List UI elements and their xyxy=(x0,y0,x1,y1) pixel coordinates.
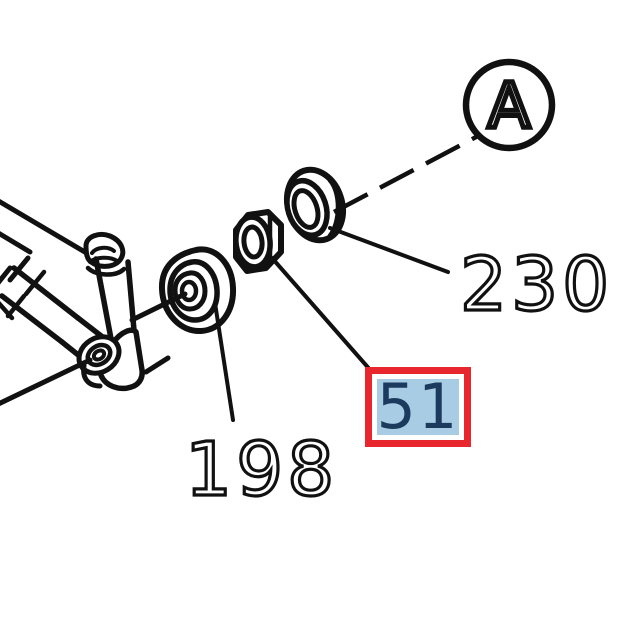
part-hex-nut xyxy=(233,209,284,274)
callout-label-198: 198 xyxy=(185,427,338,513)
leader-line-51 xyxy=(270,256,374,374)
leader-line-198 xyxy=(213,301,235,422)
ref-marker-letter: A xyxy=(488,69,530,142)
highlight-callout-label: 51 xyxy=(376,370,460,443)
leader-line-230 xyxy=(328,226,450,274)
leader-line-reference-a xyxy=(332,134,480,214)
ref-marker-a[interactable]: A xyxy=(462,58,556,152)
callout-label-230: 230 xyxy=(460,242,613,328)
ref-marker-circle xyxy=(462,58,556,152)
highlighted-callout-51[interactable]: 51 xyxy=(365,367,471,447)
part-bearing-race-ring xyxy=(284,166,346,244)
highlight-inner-frame: 51 xyxy=(372,374,464,440)
part-cylinder-assembly xyxy=(0,199,171,406)
